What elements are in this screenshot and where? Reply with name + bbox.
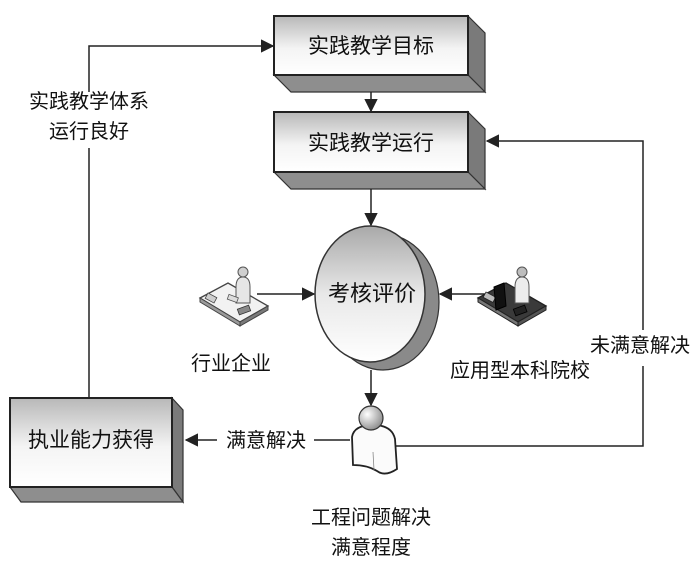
node-university-label: 应用型本科院校 [450, 358, 590, 382]
node-goal-label: 实践教学目标 [308, 34, 434, 58]
box-bottom-face [272, 74, 487, 93]
box-bottom-face [272, 171, 487, 190]
edge-unsatisfied-label: 未满意解决 [590, 333, 690, 357]
person-at-computer-icon [476, 266, 548, 327]
edge-unsatisfied-lower [395, 366, 644, 447]
person-icon [351, 405, 398, 475]
box-front-face [9, 397, 173, 488]
node-industry-label: 行业企业 [191, 351, 271, 375]
node-competence-box: 执业能力获得 [8, 396, 185, 504]
edge-satisfied-label: 满意解决 [226, 428, 306, 452]
edge-feedback-good-upper [88, 39, 275, 92]
node-satisfaction-label-2: 满意程度 [331, 535, 411, 559]
node-operation-label: 实践教学运行 [308, 131, 434, 155]
edge-unsatisfied-upper [485, 134, 644, 330]
node-competence-label: 执业能力获得 [28, 428, 154, 452]
node-evaluation-ellipse: 考核评价 [314, 225, 440, 371]
node-goal-box: 实践教学目标 [272, 14, 487, 94]
box-bottom-face [8, 486, 185, 503]
edge-feedback-good-label-1: 实践教学体系 [29, 89, 149, 113]
person-at-desk-icon [198, 266, 270, 327]
box-front-face [273, 15, 469, 76]
node-evaluation-label: 考核评价 [328, 282, 416, 307]
edge-feedback-good-label-2: 运行良好 [49, 119, 129, 143]
node-satisfaction-label-1: 工程问题解决 [311, 505, 431, 529]
node-operation-box: 实践教学运行 [272, 110, 487, 191]
box-side-face [171, 396, 184, 504]
